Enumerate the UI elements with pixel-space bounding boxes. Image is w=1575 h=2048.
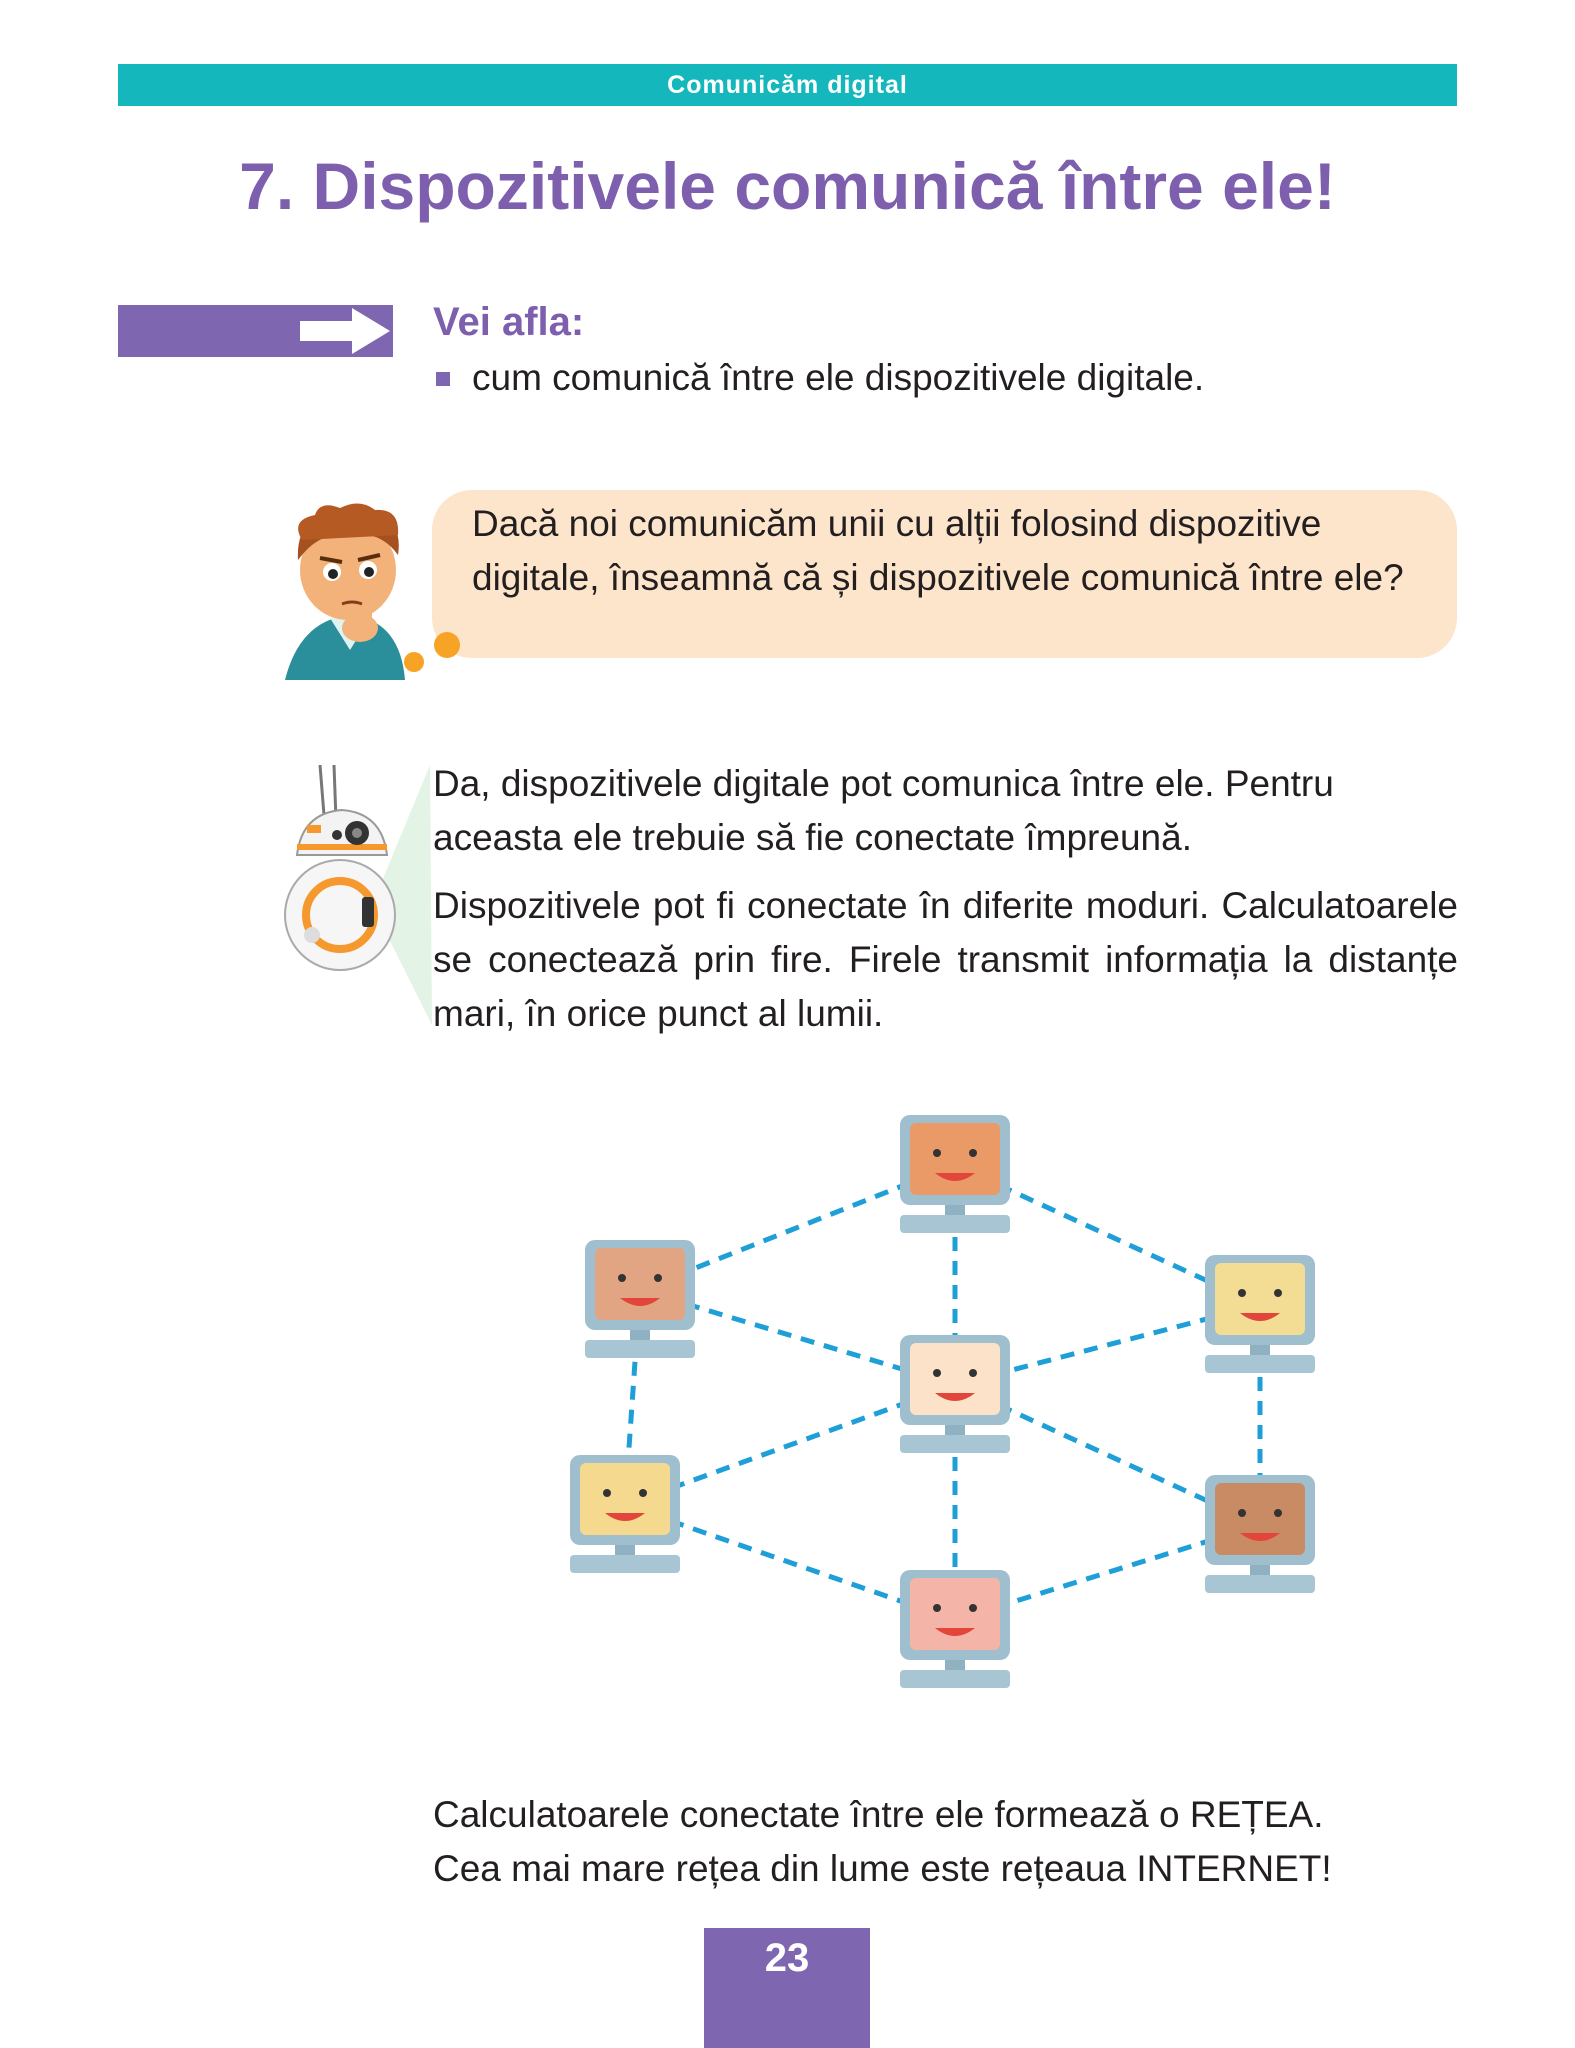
page-number-box: 23: [704, 1928, 870, 2048]
computer-icon: [900, 1115, 1010, 1233]
computer-icon: [900, 1335, 1010, 1453]
learn-heading: Vei afla:: [433, 300, 585, 344]
computer-icon: [585, 1240, 695, 1358]
network-line: Cea mai mare rețea din lume este rețeaua…: [433, 1848, 1332, 1889]
arrow-right-icon: [300, 306, 394, 361]
question-bubble: [432, 490, 1457, 658]
thought-dot: [404, 652, 424, 672]
computer-icon: [570, 1455, 680, 1573]
chapter-header-bar: Comunicăm digital: [118, 64, 1457, 106]
lesson-title: 7. Dispozitivele comunică între ele!: [239, 149, 1336, 223]
computer-icon: [900, 1570, 1010, 1688]
computer-icon: [1205, 1475, 1315, 1593]
thinking-boy-illustration: [280, 500, 420, 685]
answer-paragraph: Dispozitivele pot fi conectate în diferi…: [433, 885, 1458, 1034]
network-line: Calculatoarele conectate între ele forme…: [433, 1794, 1324, 1835]
robot-droid-illustration: [272, 764, 432, 1030]
page-number: 23: [764, 1936, 810, 1980]
bullet-square-icon: [436, 372, 450, 386]
thought-dot: [434, 632, 460, 658]
computer-icon: [1205, 1255, 1315, 1373]
learn-item: cum comunică între ele dispozitivele dig…: [472, 357, 1205, 398]
computer-network-illustration: [540, 1080, 1340, 1745]
question-text: Dacă noi comunicăm unii cu alții folosin…: [472, 503, 1404, 598]
answer-paragraph: Da, dispozitivele digitale pot comunica …: [433, 763, 1334, 858]
chapter-title: Comunicăm digital: [667, 70, 908, 99]
network-text: Calculatoarele conectate între ele forme…: [433, 1788, 1463, 1896]
